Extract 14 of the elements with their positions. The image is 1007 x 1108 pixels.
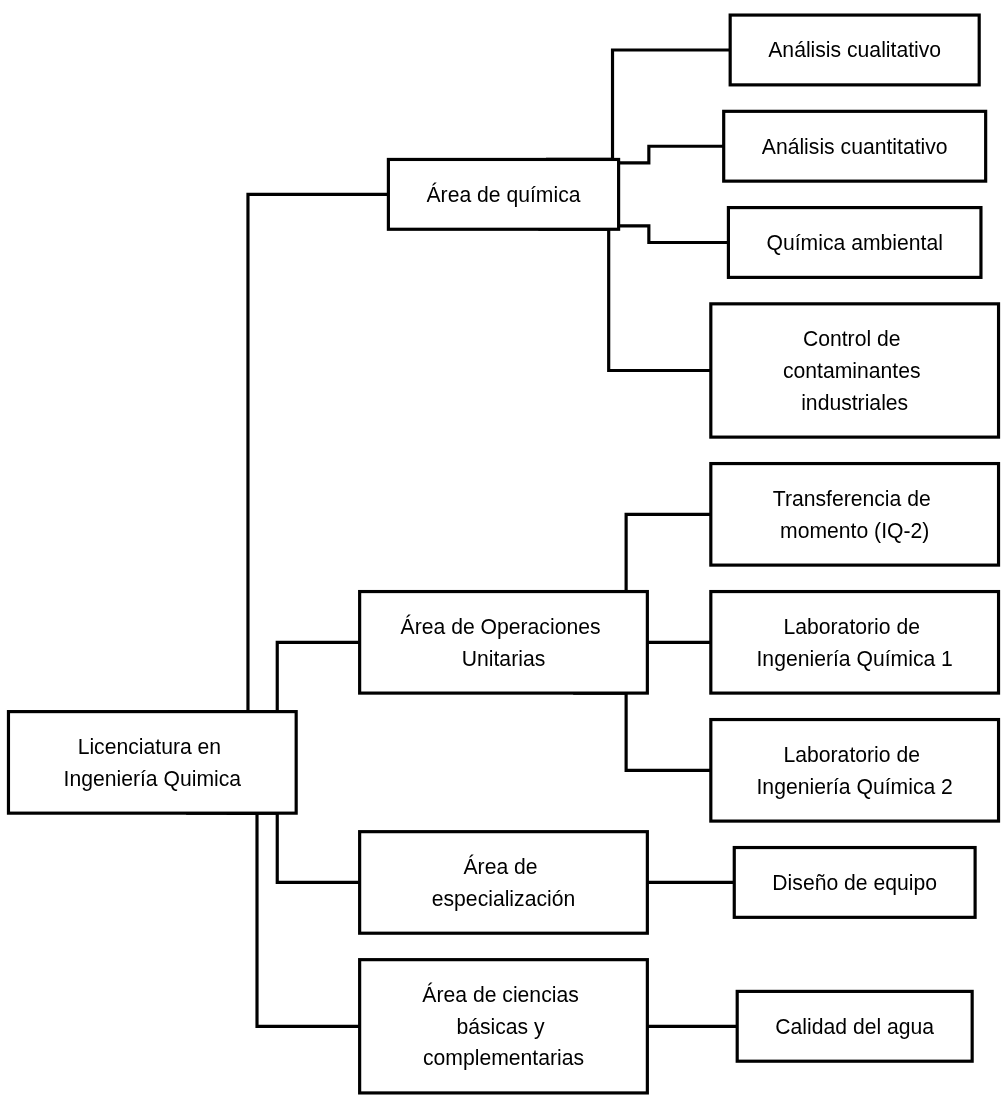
node-box: Análisis cuantitativo <box>722 109 988 183</box>
node-box: Diseño de equipo <box>732 845 977 919</box>
node-box: Laboratorio de Ingeniería Química 2 <box>709 717 1001 823</box>
node-box: Transferencia de momento (IQ-2) <box>709 461 1001 567</box>
node-box: Laboratorio de Ingeniería Química 1 <box>709 589 1001 695</box>
node-box: Análisis cualitativo <box>728 13 981 87</box>
node-box: Control de contaminantes industriales <box>709 302 1001 439</box>
node-box: Área de química <box>386 157 621 231</box>
node-box: Área de Operaciones Unitarias <box>358 589 649 695</box>
node-box: Área de ciencias básicas y complementarias <box>358 958 649 1095</box>
node-box: Química ambiental <box>726 206 983 279</box>
node-box: Calidad del agua <box>735 989 974 1063</box>
node-box: Área de especialización <box>358 830 649 935</box>
node-box: Licenciatura en Ingeniería Quimica <box>6 710 298 815</box>
